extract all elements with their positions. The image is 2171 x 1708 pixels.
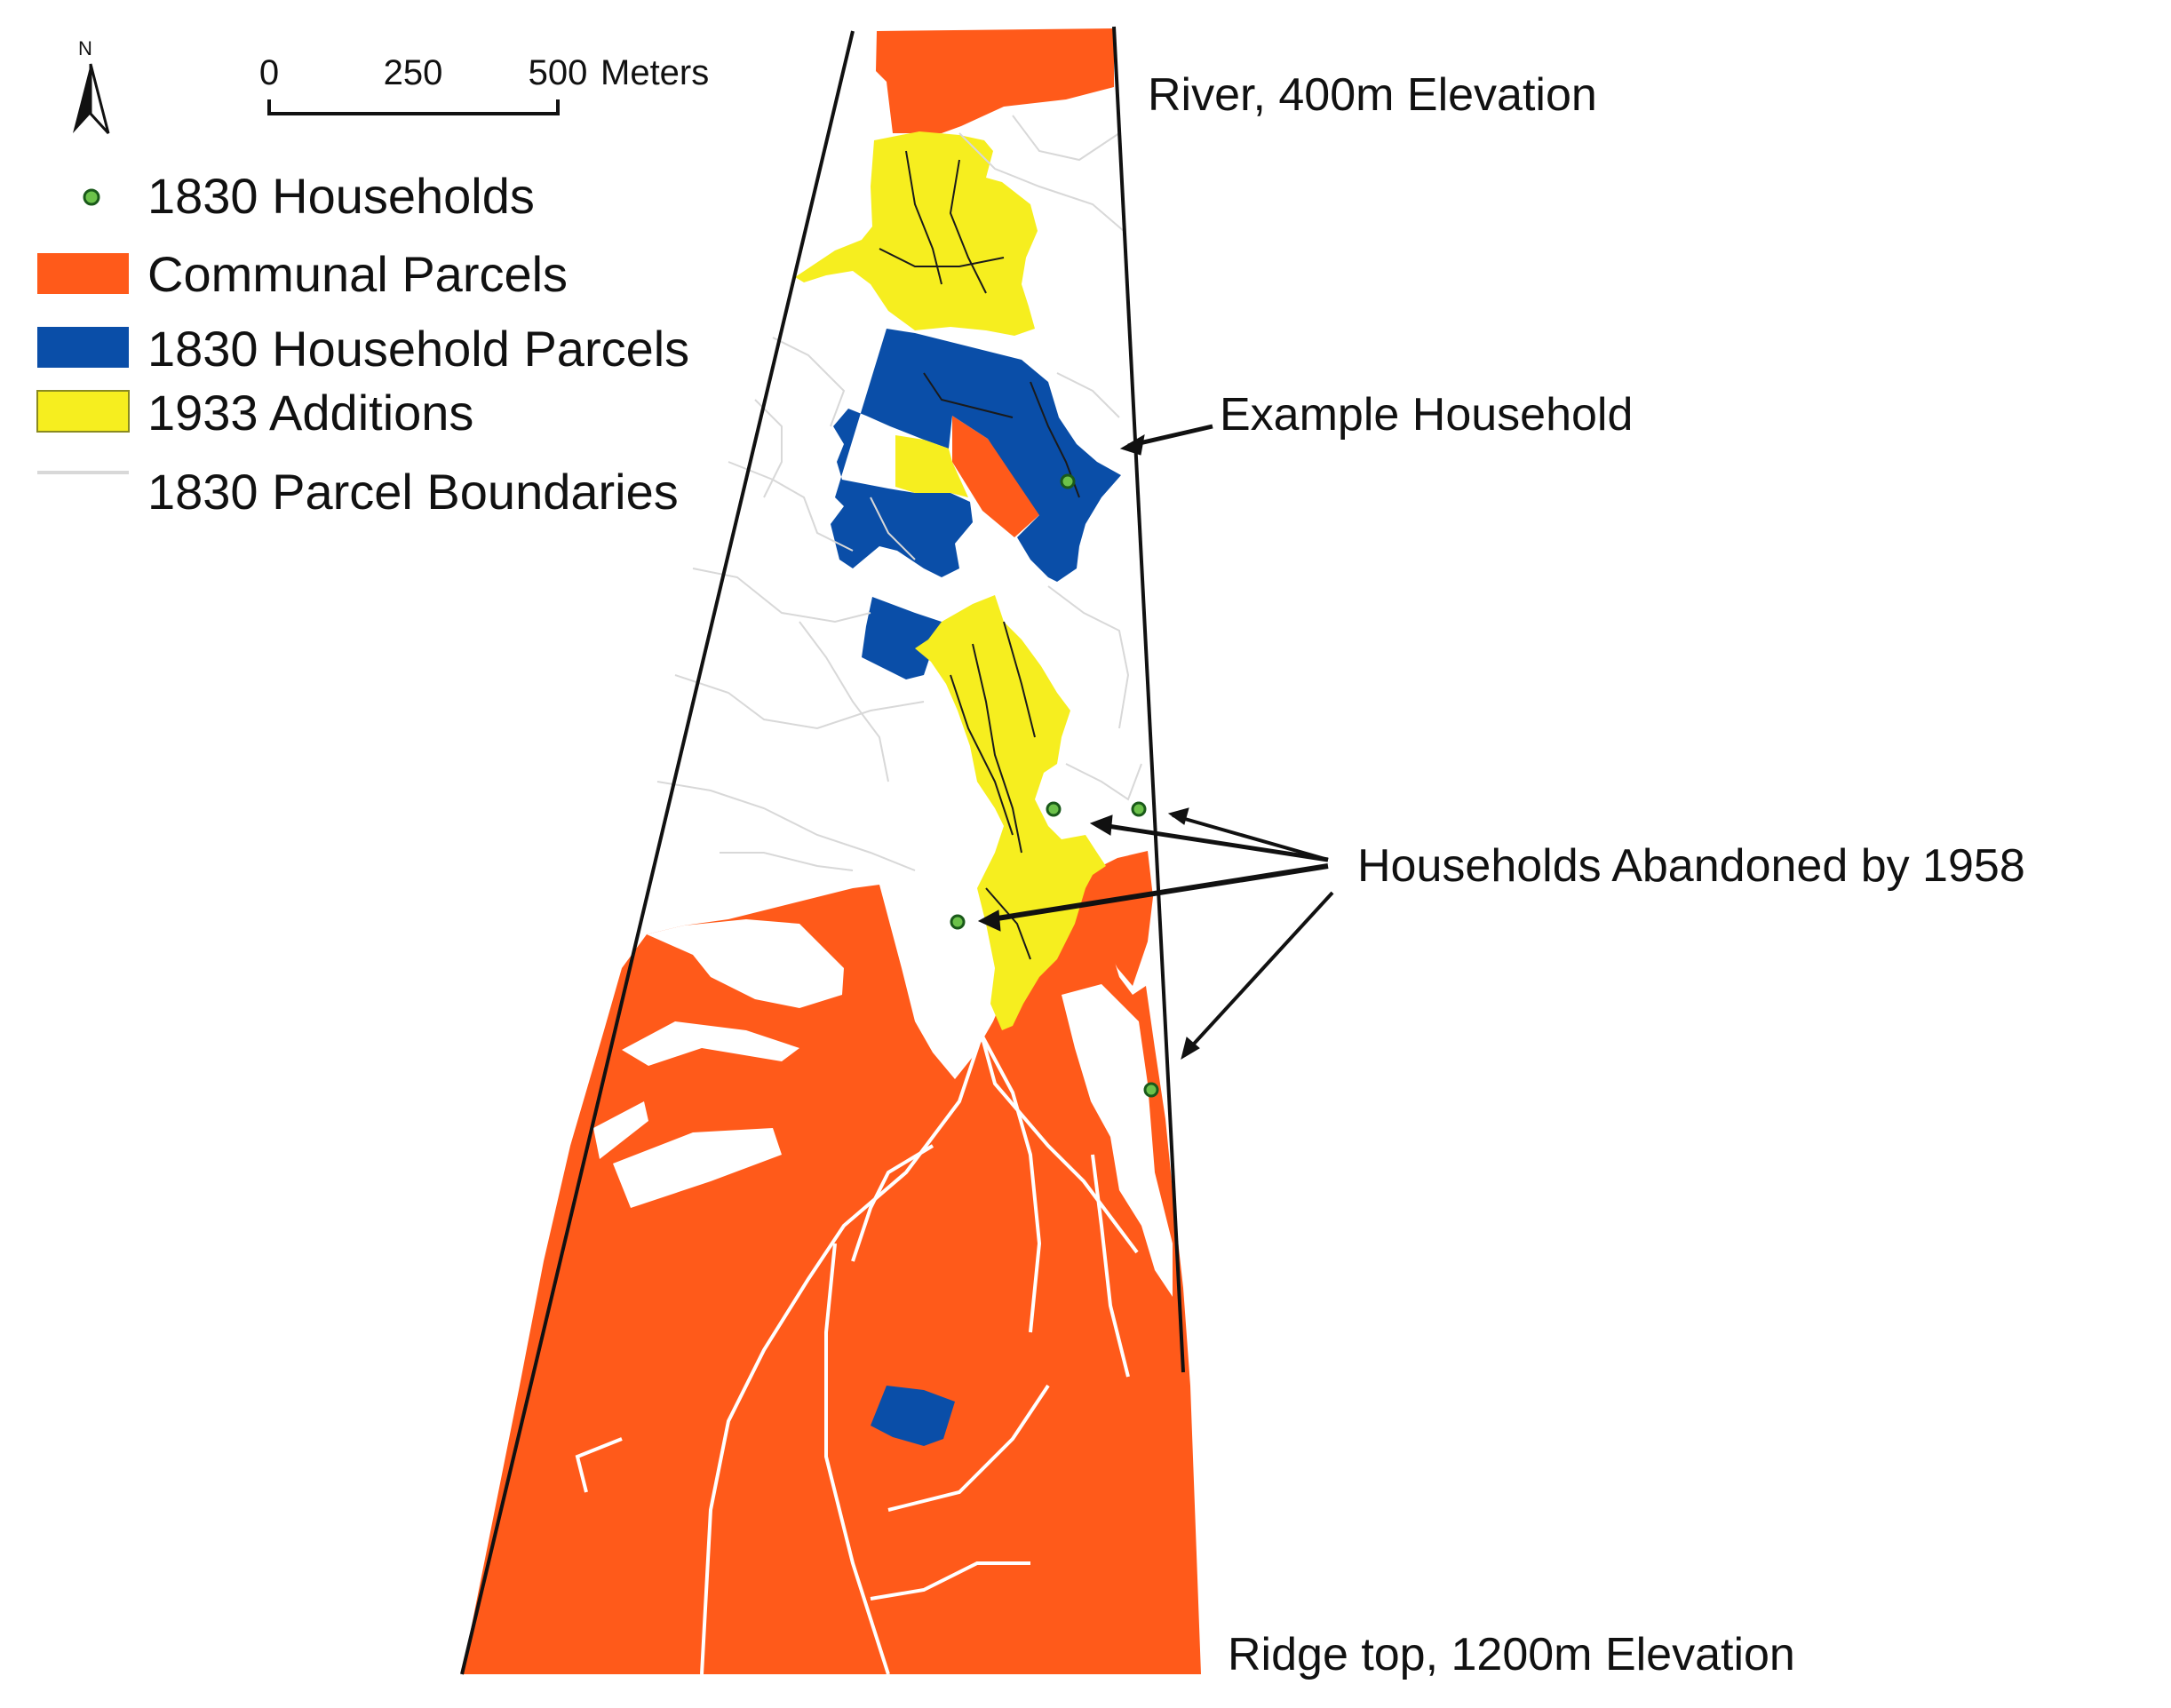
legend-dot-icon (83, 188, 100, 206)
lane (980, 1034, 1042, 1333)
lane (870, 1561, 1030, 1601)
addition-north (795, 131, 1038, 336)
household-parcel-main (831, 329, 1121, 582)
lane (700, 1034, 983, 1675)
lane (887, 1384, 1050, 1512)
parcel-edge (879, 248, 1005, 267)
abandoned-arrow-2 (1095, 822, 1329, 862)
household-dot-abandoned[interactable] (1046, 801, 1062, 817)
lane (824, 1243, 890, 1675)
additions-1933 (795, 131, 1106, 1030)
addition-central (915, 595, 1106, 1030)
clearing-central (879, 885, 1008, 1079)
boundary-line (720, 852, 854, 871)
boundary-line (958, 132, 1125, 232)
legend-item-household-parcels: 1830 Household Parcels (37, 321, 689, 377)
north-letter: N (78, 37, 92, 60)
legend-swatch (36, 390, 130, 433)
legend-label: 1830 Parcel Boundaries (147, 464, 679, 520)
boundary-line (674, 674, 925, 730)
abandoned-arrow-1 (1172, 814, 1329, 862)
legend-label: 1933 Additions (147, 385, 473, 441)
clearing-strip-2 (613, 1128, 782, 1208)
north-arrow-icon (73, 63, 110, 135)
abandoned-households-label: Households Abandoned by 1958 (1357, 840, 2025, 892)
arrowhead-icon (1181, 1037, 1200, 1061)
household-dot-abandoned[interactable] (950, 914, 966, 930)
parcel-edge (985, 887, 1031, 960)
legend-swatch (37, 253, 129, 294)
legend: 1830 Households Communal Parcels 1830 Ho… (36, 168, 689, 520)
study-area-outline (460, 30, 855, 1675)
boundary-line (1065, 763, 1142, 801)
arrowhead-icon (1119, 434, 1145, 456)
clearing-west (647, 919, 844, 1008)
boundary-line (1056, 372, 1120, 418)
ridge-elevation-label: Ridge top, 1200m Elevation (1228, 1629, 1795, 1680)
clearing-strip-3 (622, 1021, 799, 1066)
household-parcel-lower (862, 597, 959, 679)
addition-center-left (895, 435, 968, 497)
river-elevation-label: River, 400m Elevation (1148, 69, 1597, 121)
ridge-lanes (575, 1034, 1139, 1675)
arrowhead-icon (1089, 814, 1113, 836)
parcel-edge (972, 643, 1022, 854)
lane (851, 1144, 934, 1262)
lane (980, 1034, 1139, 1254)
parcel-edge (949, 159, 987, 294)
household-parcel-ridge (871, 1386, 955, 1446)
parcel-edge (1003, 621, 1036, 738)
household-parcel-edges (879, 150, 1080, 960)
parcel-edge (923, 372, 1014, 418)
boundary-line (870, 497, 916, 560)
household-dot-example[interactable] (1060, 473, 1076, 489)
legend-item-households: 1830 Households (83, 168, 535, 224)
boundary-line (1047, 585, 1130, 729)
legend-label: Communal Parcels (147, 246, 568, 302)
boundary-line (754, 399, 783, 498)
scale-bar: 0 250 500 Meters (259, 53, 709, 115)
study-area (460, 26, 1201, 1675)
lane (1091, 1154, 1130, 1378)
household-dot-abandoned[interactable] (1143, 1082, 1159, 1098)
annotations: River, 400m Elevation Example Household … (1148, 69, 2025, 1680)
households-1830 (950, 473, 1159, 1098)
boundary-line (728, 461, 854, 552)
scale-tick-label: 0 (259, 53, 279, 92)
clearing-east (1062, 984, 1173, 1297)
boundary-line (1012, 115, 1120, 162)
ridge-clearings (593, 885, 1173, 1297)
study-area-outline-east (1112, 26, 1185, 1373)
leader-arrows (977, 424, 1334, 1061)
communal-parcel-strip (1075, 851, 1153, 986)
scale-unit-label: Meters (600, 53, 709, 92)
abandoned-arrow-4 (1184, 891, 1334, 1054)
legend-item-boundaries: 1830 Parcel Boundaries (37, 464, 679, 520)
legend-item-additions: 1933 Additions (36, 385, 473, 441)
scale-tick-label: 500 (529, 53, 588, 92)
example-household-label: Example Household (1220, 389, 1633, 441)
north-arrow: N (73, 37, 110, 135)
lane (575, 1437, 623, 1493)
boundary-line (799, 621, 889, 783)
arrowhead-icon (1167, 807, 1189, 825)
legend-label: 1830 Households (147, 168, 535, 224)
communal-parcel-center (952, 416, 1041, 537)
household-parcels (831, 329, 1121, 1446)
legend-swatch (37, 327, 129, 368)
legend-item-communal: Communal Parcels (37, 246, 568, 302)
scale-tick-label: 250 (384, 53, 443, 92)
abandoned-arrow-3 (985, 863, 1329, 923)
legend-label: 1830 Household Parcels (147, 321, 689, 377)
household-dot-abandoned[interactable] (1131, 801, 1147, 817)
boundary-line (772, 337, 846, 427)
clearing-strip-1 (593, 1101, 648, 1159)
communal-parcel-river (876, 28, 1114, 133)
boundary-line (656, 781, 916, 871)
parcel-edge (950, 674, 1014, 836)
arrowhead-icon (977, 910, 1001, 932)
